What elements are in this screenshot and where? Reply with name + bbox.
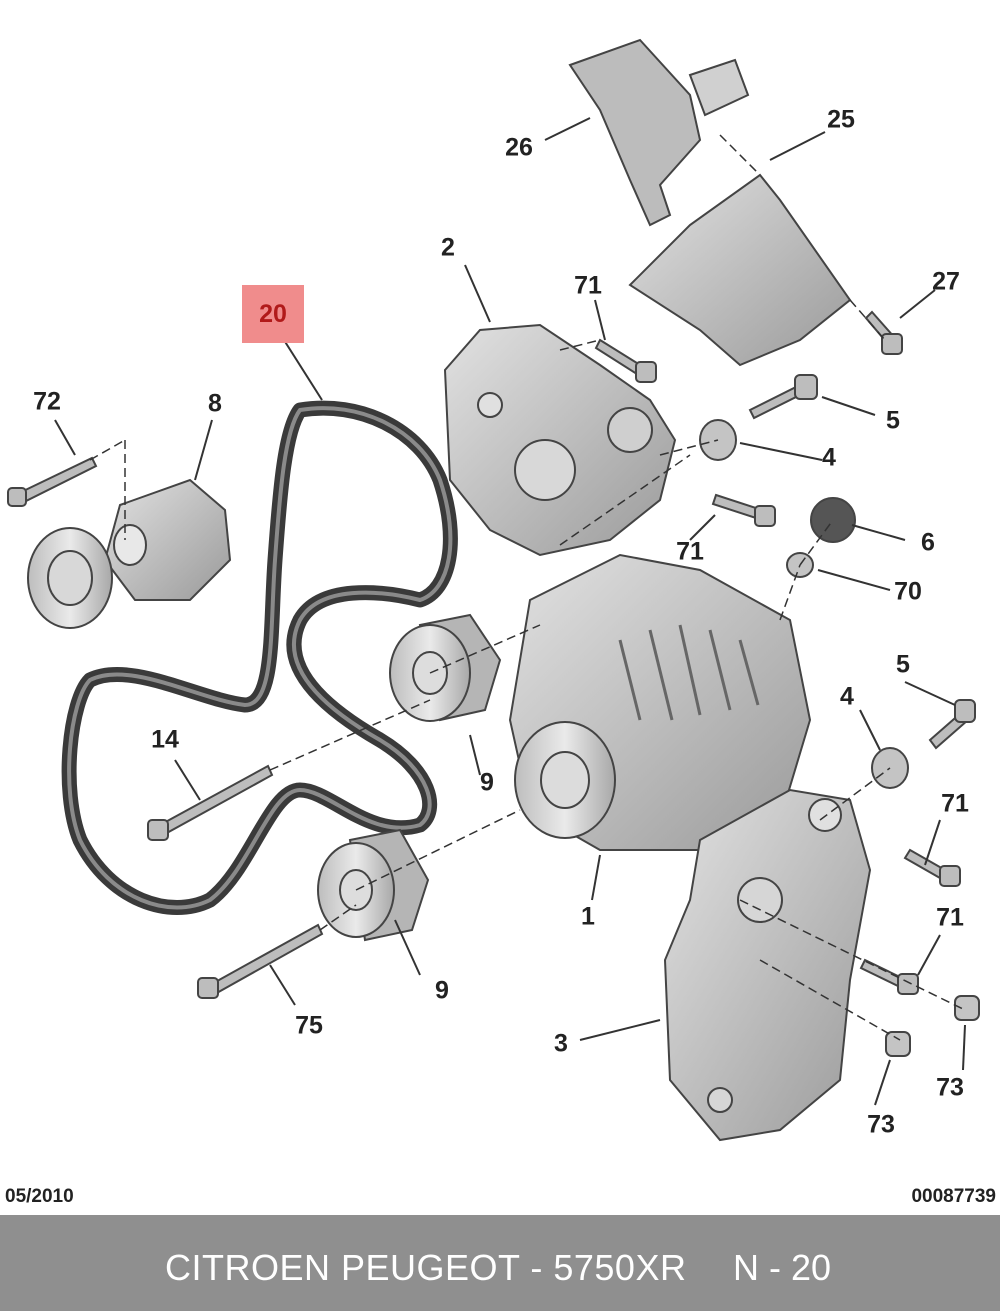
bolts bbox=[7, 310, 976, 999]
callout-1[interactable]: 1 bbox=[581, 902, 595, 931]
callout-26[interactable]: 26 bbox=[505, 133, 533, 162]
callout-75[interactable]: 75 bbox=[295, 1011, 323, 1040]
idler-pulley-lower bbox=[317, 828, 430, 942]
power-steering-pump bbox=[443, 323, 677, 557]
callout-4-lower[interactable]: 4 bbox=[840, 682, 854, 711]
callout-73-right[interactable]: 73 bbox=[936, 1073, 964, 1102]
callout-71-right-upper[interactable]: 71 bbox=[941, 789, 969, 818]
diagram-date: 05/2010 bbox=[5, 1186, 74, 1207]
callout-73-left[interactable]: 73 bbox=[867, 1110, 895, 1139]
exploded-parts-diagram bbox=[7, 38, 980, 1142]
callout-71-middle[interactable]: 71 bbox=[676, 537, 704, 566]
belt-tensioner bbox=[27, 478, 232, 629]
drive-belt bbox=[61, 400, 458, 915]
idler-pulley-upper bbox=[389, 613, 502, 722]
footer-reference: N - 20 bbox=[733, 1247, 832, 1288]
callout-8[interactable]: 8 bbox=[208, 389, 222, 418]
callout-9-lower[interactable]: 9 bbox=[435, 976, 449, 1005]
axis-lines bbox=[89, 134, 966, 1041]
callout-4-upper[interactable]: 4 bbox=[822, 443, 836, 472]
callout-71-right-lower[interactable]: 71 bbox=[936, 903, 964, 932]
alternator bbox=[508, 553, 812, 851]
callout-5-lower[interactable]: 5 bbox=[896, 650, 910, 679]
footer-bar bbox=[0, 1215, 1000, 1311]
callout-72[interactable]: 72 bbox=[33, 387, 61, 416]
callout-6[interactable]: 6 bbox=[921, 528, 935, 557]
footer-brand-part-number: CITROEN PEUGEOT - 5750XR bbox=[165, 1247, 687, 1288]
callout-20-highlighted[interactable]: 20 bbox=[242, 285, 304, 343]
callout-71-upper[interactable]: 71 bbox=[574, 271, 602, 300]
callout-70[interactable]: 70 bbox=[894, 577, 922, 606]
callout-2[interactable]: 2 bbox=[441, 233, 455, 262]
upper-bracket bbox=[568, 38, 852, 367]
diagram-code: 00087739 bbox=[911, 1186, 996, 1207]
callout-5-upper[interactable]: 5 bbox=[886, 406, 900, 435]
callout-3[interactable]: 3 bbox=[554, 1029, 568, 1058]
leader-lines bbox=[54, 117, 966, 1106]
callout-9-upper[interactable]: 9 bbox=[480, 768, 494, 797]
callout-14[interactable]: 14 bbox=[151, 725, 179, 754]
callout-25[interactable]: 25 bbox=[827, 105, 855, 134]
callout-27[interactable]: 27 bbox=[932, 267, 960, 296]
